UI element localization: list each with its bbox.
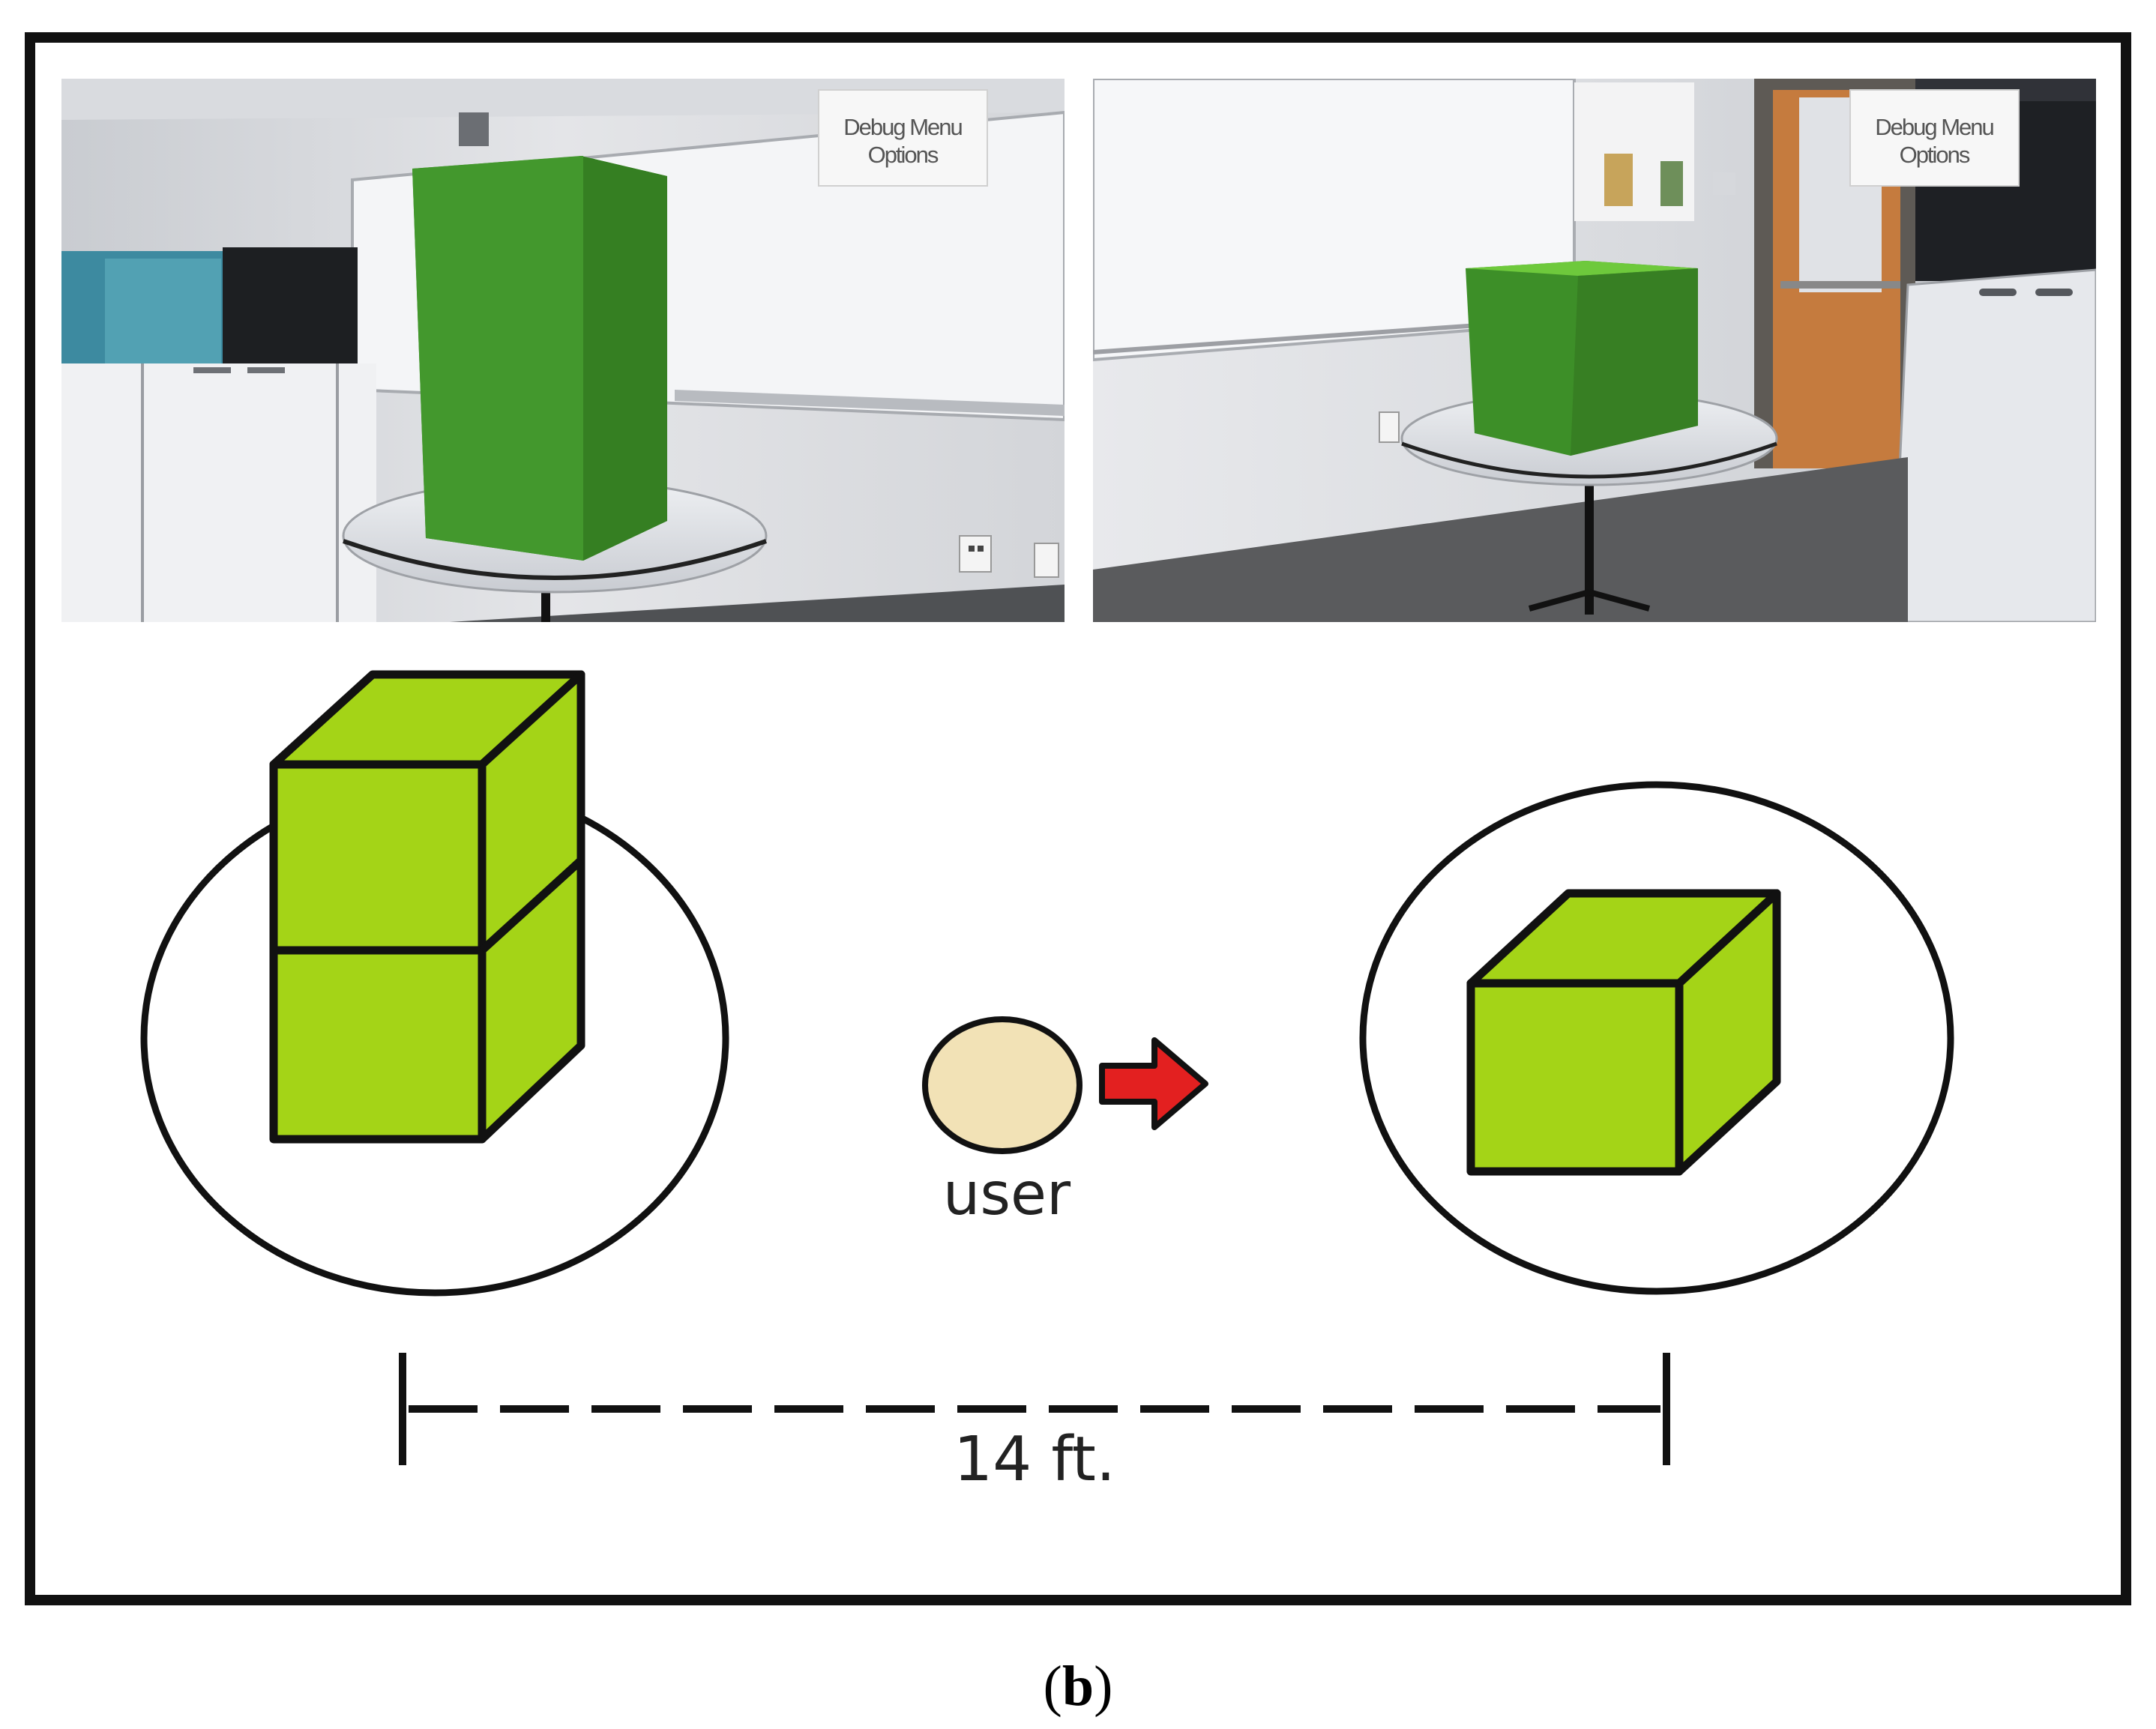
single-cube [1466, 889, 1781, 1176]
right-table-outline [1359, 781, 1954, 1295]
caption-letter: b [1062, 1655, 1094, 1718]
debug-menu-left-line2: Options [868, 142, 939, 168]
debug-menu-right-line1: Debug Menu [1875, 114, 1993, 140]
distance-indicator [399, 1353, 1670, 1465]
debug-menu-right-line2: Options [1900, 142, 1970, 168]
subfigure-caption: (b) [1044, 1655, 1113, 1718]
debug-menu-left-line1: Debug Menu [843, 114, 962, 140]
user-marker [922, 1016, 1082, 1154]
photo-left [61, 79, 1065, 622]
debug-menu-right[interactable]: Debug Menu Options [1849, 89, 2020, 187]
user-label: user [943, 1161, 1071, 1228]
distance-label: 14 ft. [954, 1424, 1115, 1495]
caption-close-paren: ) [1094, 1655, 1112, 1718]
stacked-cubes [269, 670, 585, 1144]
direction-arrow [1099, 1037, 1208, 1130]
debug-menu-left[interactable]: Debug Menu Options [818, 89, 988, 187]
caption-open-paren: ( [1044, 1655, 1062, 1718]
